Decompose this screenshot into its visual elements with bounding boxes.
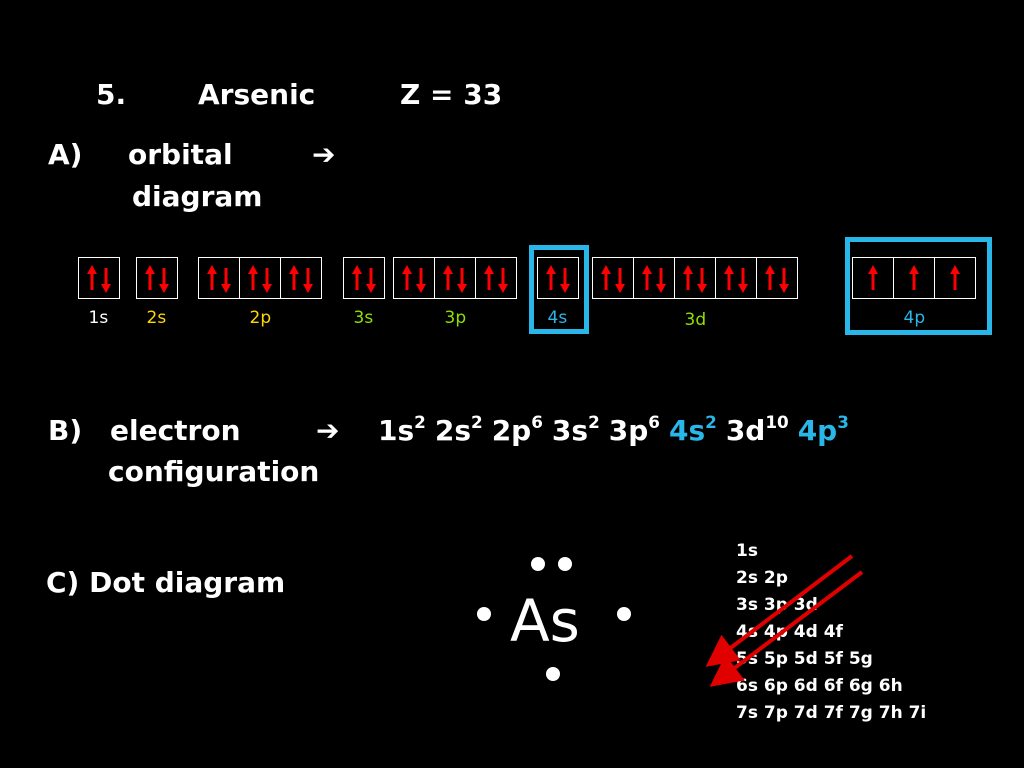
orbital-box-3d: [674, 257, 716, 299]
right-arrow-icon: ➔: [316, 414, 340, 447]
subshell-label-1s: 1s: [88, 308, 109, 328]
config-term-3s: 3s2: [551, 412, 600, 447]
filling-order-row: 3s 3p 3d: [736, 595, 818, 615]
orbital-box-3d: [592, 257, 634, 299]
electron-pair-arrows-icon: [642, 265, 666, 293]
config-term-2p: 2p6: [491, 412, 543, 447]
electron-dot: [617, 607, 631, 621]
electron-pair-arrows-icon: [207, 265, 231, 293]
subshell-label-2p: 2p: [249, 308, 272, 328]
electron-dot: [558, 557, 572, 571]
electron-pair-arrows-icon: [352, 265, 376, 293]
electron-up-arrow-icon: [868, 265, 878, 290]
electron-pair-arrows-icon: [601, 265, 625, 293]
electron-up-arrow-icon: [909, 265, 919, 290]
orbital-box-4p: [934, 257, 976, 299]
subshell-label-3d: 3d: [684, 310, 707, 330]
section-b-title-line1: electron: [110, 414, 241, 447]
highlight-box-4p: [845, 237, 992, 335]
config-term-4p: 4p3: [797, 412, 849, 447]
diagonal-arrow: [709, 570, 864, 687]
filling-order-row: 4s 4p 4d 4f: [736, 622, 843, 642]
orbital-box-2p: [280, 257, 322, 299]
orbital-filling-order: 1s 2s 2p 3s 3p 3d 4s 4p 4d 4f 5s 5p 5d 5f 5g…: [736, 538, 926, 727]
electron-pair-arrows-icon: [546, 265, 570, 293]
orbital-box-2s: [136, 257, 178, 299]
filling-order-row: 1s: [736, 541, 758, 561]
config-term-3d: 3d10: [725, 412, 789, 447]
electron-pair-arrows-icon: [289, 265, 313, 293]
electron-pair-arrows-icon: [402, 265, 426, 293]
orbital-box-3s: [343, 257, 385, 299]
config-term-2s: 2s2: [434, 412, 483, 447]
diagonal-arrow: [705, 554, 854, 667]
electron-pair-arrows-icon: [484, 265, 508, 293]
subshell-label-3s: 3s: [353, 308, 374, 328]
electron-dot: [531, 557, 545, 571]
electron-pair-arrows-icon: [683, 265, 707, 293]
right-arrow-icon: ➔: [312, 138, 336, 171]
orbital-box-3d: [756, 257, 798, 299]
section-b-title-line2: configuration: [108, 455, 320, 488]
electron-pair-arrows-icon: [145, 265, 169, 293]
highlight-box-4s: [529, 245, 589, 334]
orbital-box-3p: [393, 257, 435, 299]
subshell-label-4p: 4p: [903, 308, 926, 328]
electron-up-arrow-icon: [950, 265, 960, 290]
orbital-box-3p: [475, 257, 517, 299]
electron-pair-arrows-icon: [765, 265, 789, 293]
element-name: Arsenic: [198, 78, 316, 111]
section-a-letter: A): [48, 138, 83, 171]
subshell-label-3p: 3p: [444, 308, 467, 328]
electron-dot: [477, 607, 491, 621]
orbital-box-4p: [893, 257, 935, 299]
orbital-box-1s: [78, 257, 120, 299]
section-a-title-line2: diagram: [132, 180, 263, 213]
orbital-box-3d: [715, 257, 757, 299]
electron-dot: [546, 667, 560, 681]
electron-pair-arrows-icon: [443, 265, 467, 293]
filling-order-row: 7s 7p 7d 7f 7g 7h 7i: [736, 703, 927, 723]
filling-order-row: 5s 5p 5d 5f 5g: [736, 649, 873, 669]
filling-order-row: 2s 2p: [736, 568, 788, 588]
electron-pair-arrows-icon: [724, 265, 748, 293]
subshell-label-2s: 2s: [146, 308, 167, 328]
subshell-label-4s: 4s: [547, 308, 568, 328]
section-c-label: C) Dot diagram: [46, 566, 286, 599]
orbital-box-4s: [537, 257, 579, 299]
config-term-3p: 3p6: [608, 412, 660, 447]
orbital-box-3d: [633, 257, 675, 299]
element-symbol: As: [510, 587, 580, 655]
config-term-4s: 4s2: [668, 412, 717, 447]
section-a-title-line1: orbital: [128, 138, 233, 171]
config-term-1s: 1s2: [378, 412, 426, 447]
electron-pair-arrows-icon: [248, 265, 272, 293]
orbital-box-2p: [239, 257, 281, 299]
problem-number: 5.: [96, 78, 127, 111]
section-b-letter: B): [48, 414, 83, 447]
filling-order-row: 6s 6p 6d 6f 6g 6h: [736, 676, 903, 696]
atomic-number: Z = 33: [400, 78, 503, 111]
orbital-box-2p: [198, 257, 240, 299]
electron-pair-arrows-icon: [87, 265, 111, 293]
